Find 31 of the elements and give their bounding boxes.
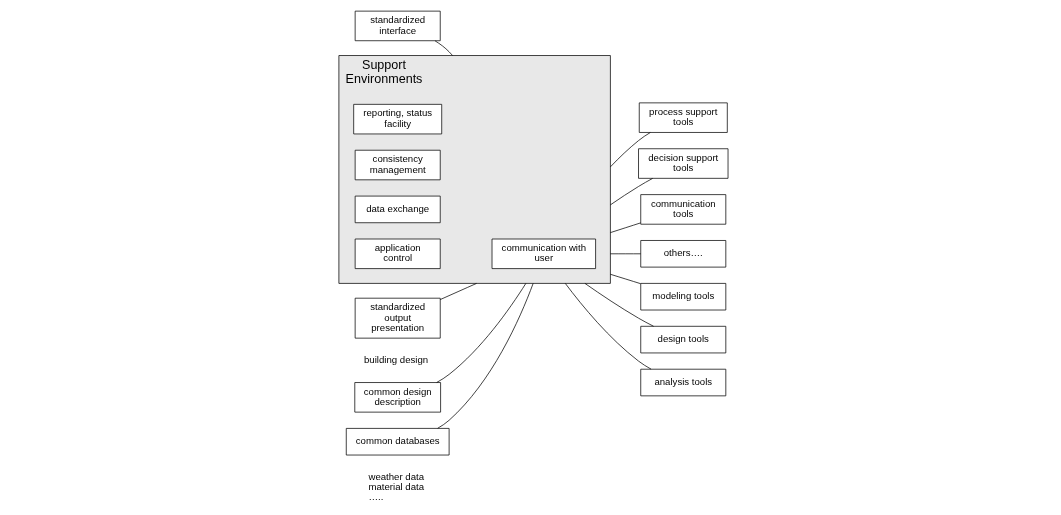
node-label: material data	[368, 481, 425, 493]
connector	[610, 222, 641, 233]
node-box: application control	[354, 238, 441, 269]
connector	[610, 253, 642, 255]
connector	[439, 283, 477, 300]
node-box: standardized interface	[354, 10, 441, 42]
connector	[610, 273, 641, 285]
node-box: others….	[640, 240, 727, 268]
node-label: building design	[364, 353, 429, 365]
node-box: data exchange	[354, 195, 441, 224]
node-box: analysis tools	[640, 368, 727, 397]
node-box: common design description	[354, 382, 441, 413]
node-label: …..	[368, 491, 384, 503]
node-box: reporting, status facility	[353, 103, 443, 135]
connector	[584, 283, 654, 327]
node-label: weather data	[368, 470, 425, 482]
connector	[610, 132, 651, 168]
node-box: process support tools	[638, 102, 728, 133]
node-box: communication tools	[640, 194, 727, 225]
node-box: consistency management	[354, 149, 441, 181]
connector	[610, 178, 653, 206]
connector	[437, 283, 534, 429]
connector	[434, 40, 453, 56]
node-box: design tools	[640, 325, 727, 354]
node-box: common databases	[345, 428, 450, 456]
node-box: decision support tools	[638, 148, 729, 179]
node-box: standardized output presentation	[354, 297, 441, 339]
node-box: communication with user	[491, 238, 596, 269]
connector	[564, 283, 652, 370]
node-box: modeling tools	[640, 283, 727, 311]
connector	[436, 283, 527, 383]
